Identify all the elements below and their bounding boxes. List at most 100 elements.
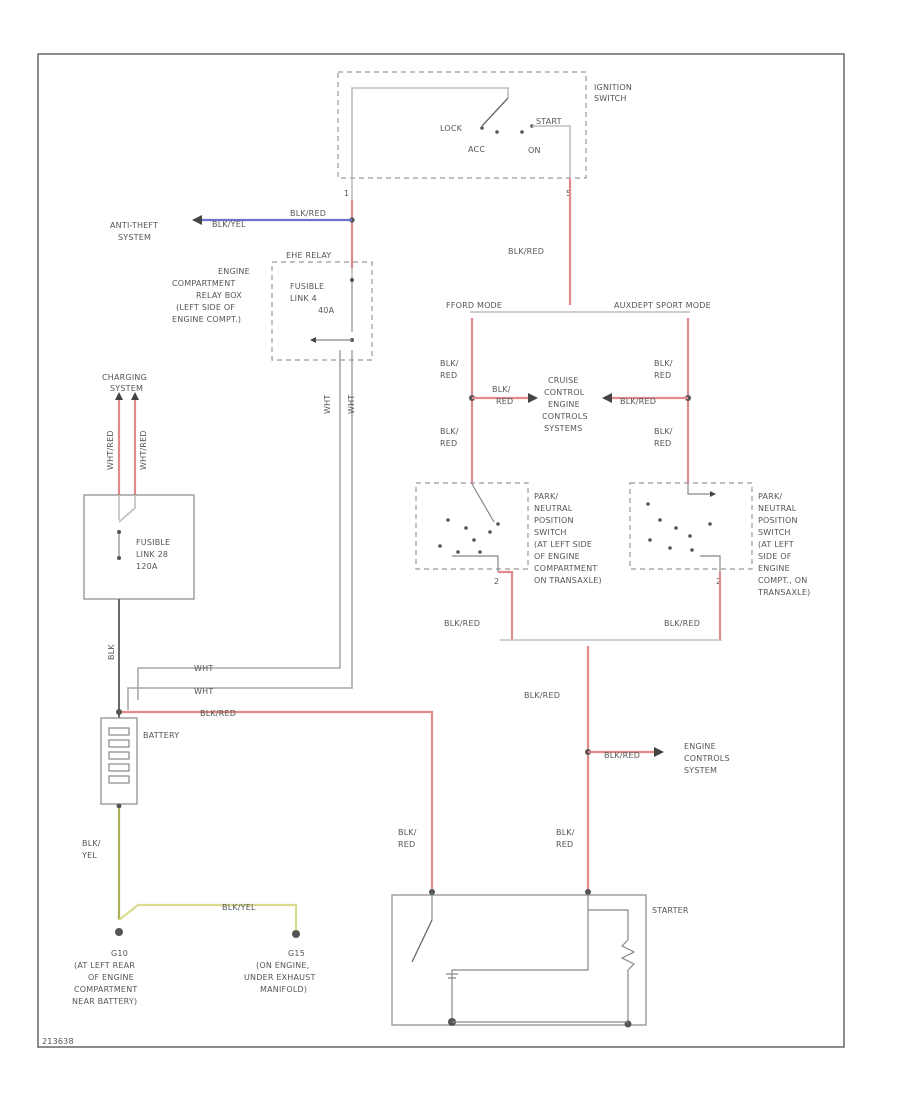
pn-right-blade (687, 484, 712, 495)
wht-label-b: WHT (347, 395, 356, 414)
fusible-link-4-l2: LINK 4 (290, 294, 317, 303)
g10-ground-symbol (115, 928, 123, 936)
wht-wire-b (127, 350, 353, 710)
cruise-left-arrow (528, 393, 538, 403)
fuse-top-terminal (350, 278, 354, 282)
ignition-switch-label-2: SWITCH (594, 94, 627, 103)
ignition-internal-wire (351, 87, 509, 178)
pn-right-label-9: TRANSAXLE) (757, 588, 810, 597)
left-drop-label-1a: BLK/ (440, 359, 459, 368)
pn-left-label-5: (AT LEFT SIDE (534, 540, 592, 549)
pn-switch-left-box (415, 482, 529, 570)
cruise-label-4: CONTROLS (542, 412, 588, 421)
battery-negative-terminal (116, 803, 122, 809)
g15-label-4: MANIFOLD) (260, 985, 307, 994)
pn-right-label-7: ENGINE (758, 564, 790, 573)
cruise-label-3: ENGINE (548, 400, 580, 409)
diagram-border (37, 53, 845, 1048)
relay-box (271, 261, 373, 361)
starter-internal (451, 910, 589, 1020)
pn-right-label-4: SWITCH (758, 528, 791, 537)
anti-theft-wire-a: BLK/YEL (212, 220, 246, 229)
battery-ground-label-1: BLK/ (82, 839, 101, 848)
wht-wire-a (137, 350, 341, 700)
pn-right-label-1: PARK/ (758, 492, 782, 501)
pn-to-starter-label: BLK/RED (524, 691, 560, 700)
charging-label-1: CHARGING (102, 373, 147, 382)
fuse-block-title: EHE RELAY (286, 251, 331, 260)
fl28-terminal-top (117, 530, 121, 534)
fl28-label-3: 120A (136, 562, 158, 571)
starter-s-label-a: BLK/ (556, 828, 575, 837)
fusible-link-4-l3: 40A (318, 306, 335, 315)
engine-controls-arrow (654, 747, 664, 757)
diagram-code: 213638 (42, 1037, 74, 1046)
starter-box (391, 894, 647, 1026)
charging-wire-label-1: WHT/RED (106, 430, 115, 470)
battery-starter-wire-label: BLK/RED (200, 709, 236, 718)
pn-switch-right-box (629, 482, 753, 570)
g10-label-4: COMPARTMENT (74, 985, 137, 994)
fl28-terminal-bottom (117, 556, 121, 560)
pn-left-output-label: BLK/RED (444, 619, 480, 628)
engine-controls-label-1: ENGINE (684, 742, 716, 751)
ignition-start-wire-label: BLK/RED (508, 247, 544, 256)
mode-left-label: FFORD MODE (446, 301, 502, 310)
pn-left-label-1: PARK/ (534, 492, 558, 501)
ignition-start-internal (532, 125, 571, 178)
ignition-contact-on (520, 130, 524, 134)
starter-b-terminal (429, 889, 435, 895)
anti-theft-label-1: ANTI-THEFT (110, 221, 158, 230)
anti-theft-arrow (192, 215, 202, 225)
charging-arrow-left (115, 392, 123, 400)
wht-label-c: WHT (194, 664, 213, 673)
ignition-contact-lock (480, 126, 484, 130)
charging-label-2: SYSTEM (110, 384, 143, 393)
pn-right-label-3: POSITION (758, 516, 798, 525)
mode-right-label: AUXDEPT SPORT MODE (614, 301, 711, 310)
ignition-contact-acc (495, 130, 499, 134)
right-drop-label-2b: RED (654, 439, 671, 448)
right-drop-label-2a: BLK/ (654, 427, 673, 436)
starter-s-label-b: RED (556, 840, 573, 849)
pn-right-label-8: COMPT., ON (758, 576, 807, 585)
ignition-switch-label-1: IGNITION (594, 83, 632, 92)
relay-box-c3: RELAY BOX (196, 291, 242, 300)
fl28-lead-right (118, 495, 136, 523)
anti-theft-wire-b: BLK/RED (290, 209, 326, 218)
engine-controls-label-3: SYSTEM (684, 766, 717, 775)
battery-ground-label-2: YEL (81, 851, 97, 860)
fusible-link-4-l1: FUSIBLE (290, 282, 324, 291)
relay-box-c1: ENGINE (218, 267, 250, 276)
starter-b-label-a: BLK/ (398, 828, 417, 837)
relay-box-c4: (LEFT SIDE OF (176, 303, 235, 312)
charging-wire-label-2: WHT/RED (139, 430, 148, 470)
right-drop-label-1a: BLK/ (654, 359, 673, 368)
pn-left-contacts (438, 518, 500, 554)
pn-right-label-2: NEUTRAL (758, 504, 797, 513)
starter-s-lead (587, 895, 629, 940)
starter-motor-symbol (446, 973, 458, 979)
anti-theft-label-2: SYSTEM (118, 233, 151, 242)
starter-b-label-b: RED (398, 840, 415, 849)
pn-right-internal (700, 555, 721, 572)
cruise-label-1: CRUISE (548, 376, 579, 385)
ignition-pin-5: 5 (566, 189, 571, 198)
starter-s-terminal (585, 889, 591, 895)
battery-to-starter-wire (119, 710, 434, 892)
pn-left-pin: 2 (494, 577, 499, 586)
pn-left-label-7: COMPARTMENT (534, 564, 597, 573)
g15-label-3: UNDER EXHAUST (244, 973, 316, 982)
ignition-start-label: START (536, 117, 562, 126)
starter-coil (620, 939, 636, 1022)
relay-box-c5: ENGINE COMPT.) (172, 315, 241, 324)
fl28-label-2: LINK 28 (136, 550, 168, 559)
g15-ground-symbol (292, 930, 300, 938)
g15-label-1: G15 (288, 949, 305, 958)
fl28-label-1: FUSIBLE (136, 538, 170, 547)
g10-label-1: G10 (111, 949, 128, 958)
pn-left-blade (471, 483, 495, 523)
fusible-link-28-box (83, 494, 195, 600)
pn-left-label-8: ON TRANSAXLE) (534, 576, 602, 585)
